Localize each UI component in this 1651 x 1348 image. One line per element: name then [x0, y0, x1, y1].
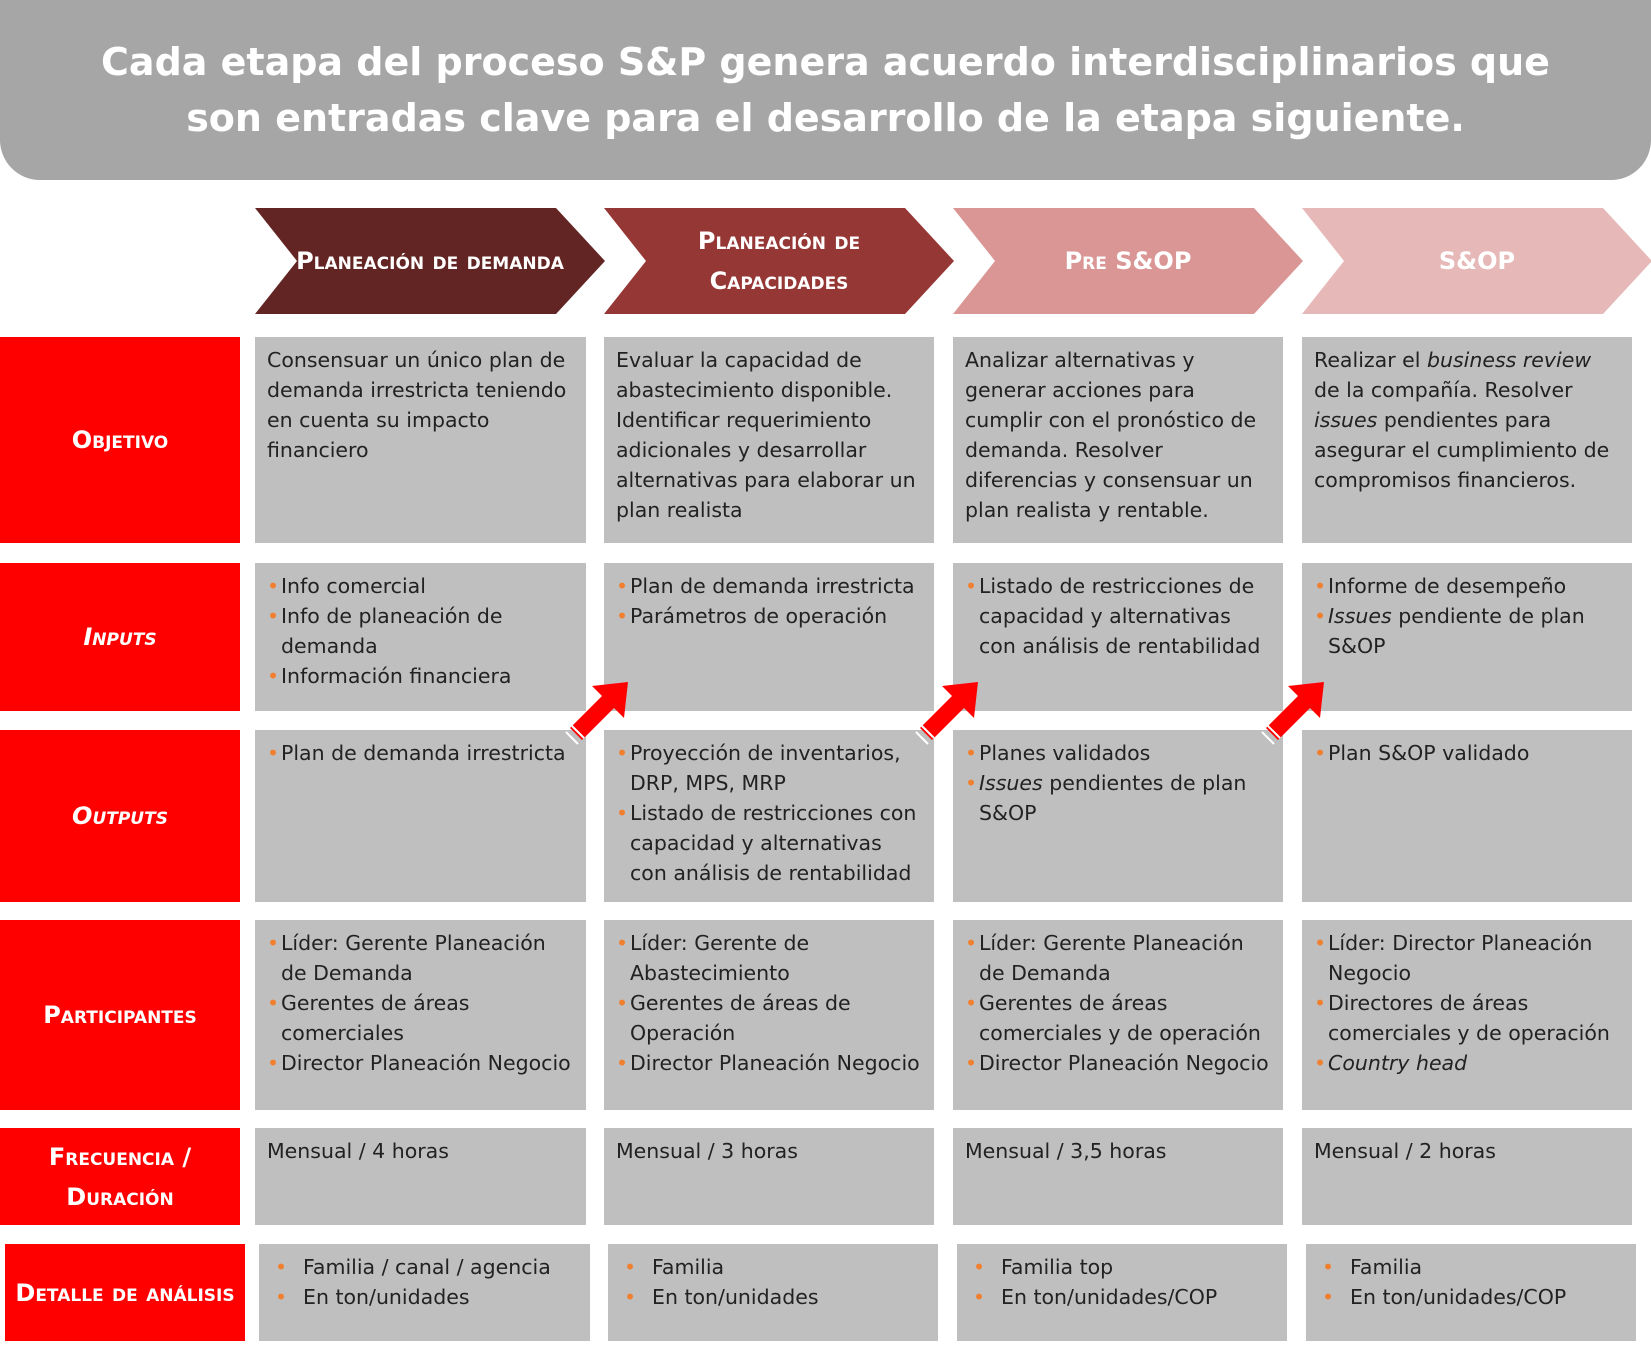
cell-inputs-pre-sop: Listado de restricciones de capacidad y … [953, 563, 1283, 711]
list-item: Plan de demanda irrestricta [267, 738, 574, 768]
list-item: Líder: Gerente Planeación de Demanda [267, 928, 574, 988]
list-item: Plan S&OP validado [1314, 738, 1620, 768]
list-item: Director Planeación Negocio [267, 1048, 574, 1078]
cell-outputs-capacidades: Proyección de inventarios, DRP, MPS, MRP… [604, 730, 934, 902]
list-item: En ton/unidades [620, 1282, 926, 1312]
cell-frecuencia-pre-sop: Mensual / 3,5 horas [953, 1128, 1283, 1225]
cell-outputs-demanda: Plan de demanda irrestricta [255, 730, 586, 902]
list-item: Familia [620, 1252, 926, 1282]
list-item: En ton/unidades/COP [1318, 1282, 1624, 1312]
flow-arrow-icon [915, 682, 978, 745]
cell-objetivo-demanda: Consensuar un único plan de demanda irre… [255, 337, 586, 543]
cell-detalle-demanda: Familia / canal / agencia En ton/unidade… [259, 1244, 590, 1341]
row-label-objetivo: Objetivo [0, 337, 240, 543]
stage-chevron-sop: S&OP [1302, 208, 1651, 314]
list-item: Listado de restricciones de capacidad y … [965, 571, 1271, 661]
list-item: En ton/unidades/COP [969, 1282, 1275, 1312]
cell-objetivo-pre-sop: Analizar alternativas y generar acciones… [953, 337, 1283, 543]
row-label-detalle: Detalle de análisis [5, 1244, 245, 1341]
row-label-inputs: Inputs [0, 563, 240, 711]
list-item: Directores de áreas comerciales y de ope… [1314, 988, 1620, 1048]
stage-label: Pre S&OP [1064, 247, 1192, 275]
list-item: Planes validados [965, 738, 1271, 768]
cell-frecuencia-sop: Mensual / 2 horas [1302, 1128, 1632, 1225]
row-label-outputs: Outputs [0, 730, 240, 902]
stage-chevron-pre-sop: Pre S&OP [953, 208, 1303, 314]
list-item: Plan de demanda irrestricta [616, 571, 922, 601]
stage-label: Planeación de Capacidades [697, 227, 861, 295]
list-item: Issues pendiente de plan S&OP [1314, 601, 1620, 661]
list-item: Familia [1318, 1252, 1624, 1282]
stage-chevron-demanda: Planeación de demanda [255, 208, 605, 314]
list-item: Parámetros de operación [616, 601, 922, 631]
cell-detalle-pre-sop: Familia top En ton/unidades/COP [957, 1244, 1287, 1341]
cell-frecuencia-capacidades: Mensual / 3 horas [604, 1128, 934, 1225]
row-label-frecuencia: Frecuencia / Duración [0, 1128, 240, 1225]
cell-inputs-demanda: Info comercial Info de planeación de dem… [255, 563, 586, 711]
stage-label: Planeación de demanda [296, 247, 564, 275]
list-item: Info comercial [267, 571, 574, 601]
flow-arrow-icon [1261, 682, 1324, 745]
list-item: Gerentes de áreas comerciales y de opera… [965, 988, 1271, 1048]
list-item: Proyección de inventarios, DRP, MPS, MRP [616, 738, 922, 798]
cell-objetivo-sop: Realizar el business review de la compañ… [1302, 337, 1632, 543]
cell-outputs-sop: Plan S&OP validado [1302, 730, 1632, 902]
list-item: Listado de restricciones con capacidad y… [616, 798, 922, 888]
cell-inputs-capacidades: Plan de demanda irrestricta Parámetros d… [604, 563, 934, 711]
list-item: En ton/unidades [271, 1282, 578, 1312]
cell-participantes-demanda: Líder: Gerente Planeación de Demanda Ger… [255, 920, 586, 1110]
cell-detalle-capacidades: Familia En ton/unidades [608, 1244, 938, 1341]
list-item: Gerentes de áreas comerciales [267, 988, 574, 1048]
list-item: Información financiera [267, 661, 574, 691]
title-banner: Cada etapa del proceso S&P genera acuerd… [0, 0, 1651, 180]
row-label-participantes: Participantes [0, 920, 240, 1110]
list-item: Director Planeación Negocio [965, 1048, 1271, 1078]
stage-label: S&OP [1438, 247, 1516, 275]
title-text: Cada etapa del proceso S&P genera acuerd… [101, 40, 1550, 140]
cell-inputs-sop: Informe de desempeño Issues pendiente de… [1302, 563, 1632, 711]
list-item: Líder: Gerente de Abastecimiento [616, 928, 922, 988]
list-item: Líder: Director Planeación Negocio [1314, 928, 1620, 988]
flow-arrow-icon [565, 682, 628, 745]
cell-detalle-sop: Familia En ton/unidades/COP [1306, 1244, 1636, 1341]
cell-participantes-pre-sop: Líder: Gerente Planeación de Demanda Ger… [953, 920, 1283, 1110]
list-item: Country head [1314, 1048, 1620, 1078]
list-item: Familia top [969, 1252, 1275, 1282]
cell-outputs-pre-sop: Planes validados Issues pendientes de pl… [953, 730, 1283, 902]
list-item: Director Planeación Negocio [616, 1048, 922, 1078]
cell-participantes-sop: Líder: Director Planeación Negocio Direc… [1302, 920, 1632, 1110]
cell-participantes-capacidades: Líder: Gerente de Abastecimiento Gerente… [604, 920, 934, 1110]
list-item: Info de planeación de demanda [267, 601, 574, 661]
list-item: Gerentes de áreas de Operación [616, 988, 922, 1048]
list-item: Familia / canal / agencia [271, 1252, 578, 1282]
stage-chevron-capacidades: Planeación de Capacidades [604, 208, 954, 314]
list-item: Issues pendientes de plan S&OP [965, 768, 1271, 828]
cell-frecuencia-demanda: Mensual / 4 horas [255, 1128, 586, 1225]
cell-objetivo-capacidades: Evaluar la capacidad de abastecimiento d… [604, 337, 934, 543]
list-item: Informe de desempeño [1314, 571, 1620, 601]
list-item: Líder: Gerente Planeación de Demanda [965, 928, 1271, 988]
